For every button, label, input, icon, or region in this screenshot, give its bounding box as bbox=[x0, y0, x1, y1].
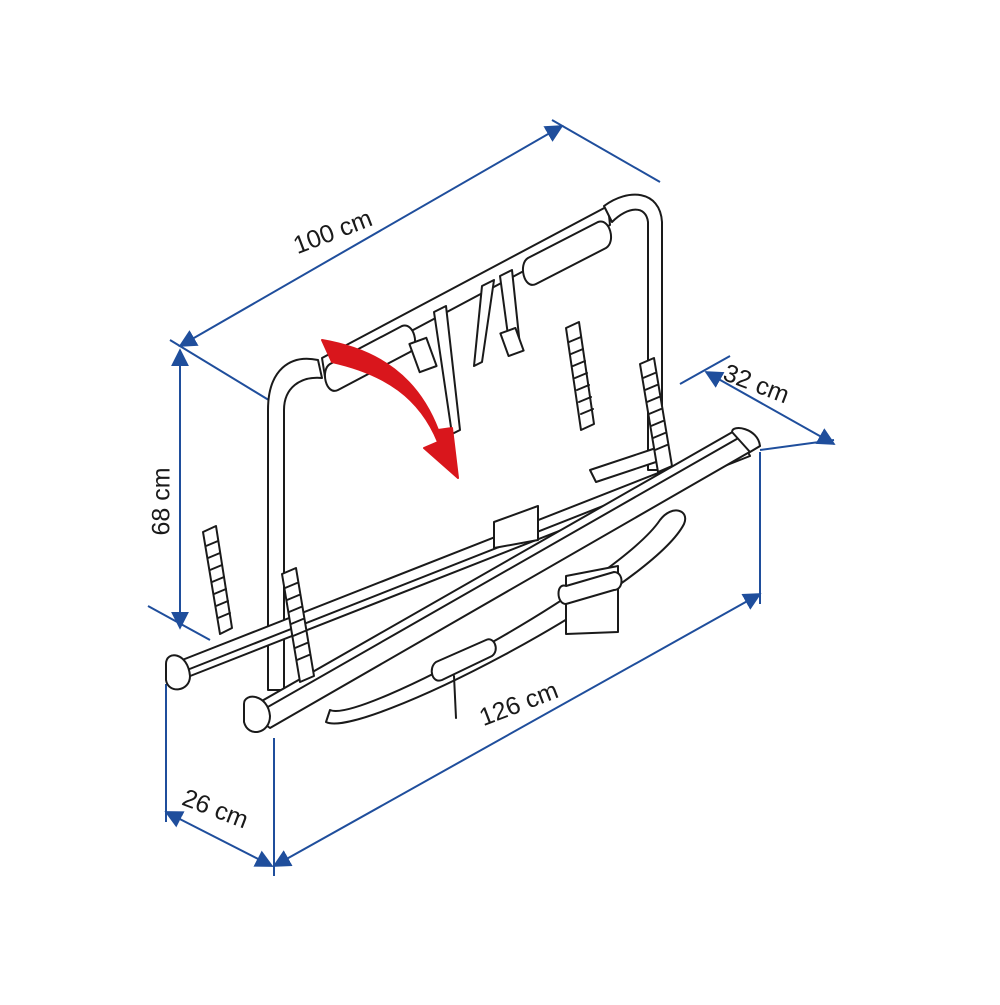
front-rail bbox=[245, 429, 761, 729]
dimension-label-height: 68 cm bbox=[147, 467, 176, 536]
front-rail-end-left bbox=[243, 695, 271, 733]
mount-bracket-center bbox=[493, 505, 539, 549]
top-strap-1 bbox=[433, 305, 461, 435]
top-strap-2 bbox=[473, 279, 495, 367]
mount-bracket-left bbox=[430, 638, 497, 682]
dim-line-26 bbox=[164, 811, 274, 867]
buckle-2 bbox=[499, 326, 525, 358]
rear-strap-left bbox=[202, 525, 233, 635]
ext-line-100-right bbox=[551, 119, 661, 183]
curved-arrow-down-icon bbox=[321, 339, 459, 479]
buckle-1 bbox=[408, 336, 438, 374]
front-rail-end-right bbox=[731, 427, 761, 453]
frame-left-leg bbox=[267, 357, 323, 691]
ext-line-100-left bbox=[169, 339, 273, 403]
front-rail-inner bbox=[251, 435, 743, 717]
ext-line-32-left bbox=[679, 355, 731, 385]
mount-pin bbox=[453, 675, 457, 719]
dimension-lines bbox=[147, 119, 836, 876]
grip-pad-right bbox=[521, 220, 613, 286]
ext-line-68-bottom bbox=[147, 605, 211, 641]
dim-line-32 bbox=[704, 371, 836, 445]
back-rail-end-left bbox=[165, 654, 191, 691]
rear-strap-right bbox=[565, 321, 595, 431]
front-strap-right bbox=[639, 357, 673, 473]
bike-rack-illustration bbox=[165, 193, 761, 733]
mount-bracket-right-tube bbox=[557, 571, 623, 605]
dim-line-100 bbox=[178, 125, 564, 347]
dim-line-126 bbox=[272, 593, 762, 867]
ext-line-32-right bbox=[759, 439, 835, 451]
front-strap-left bbox=[281, 567, 315, 683]
